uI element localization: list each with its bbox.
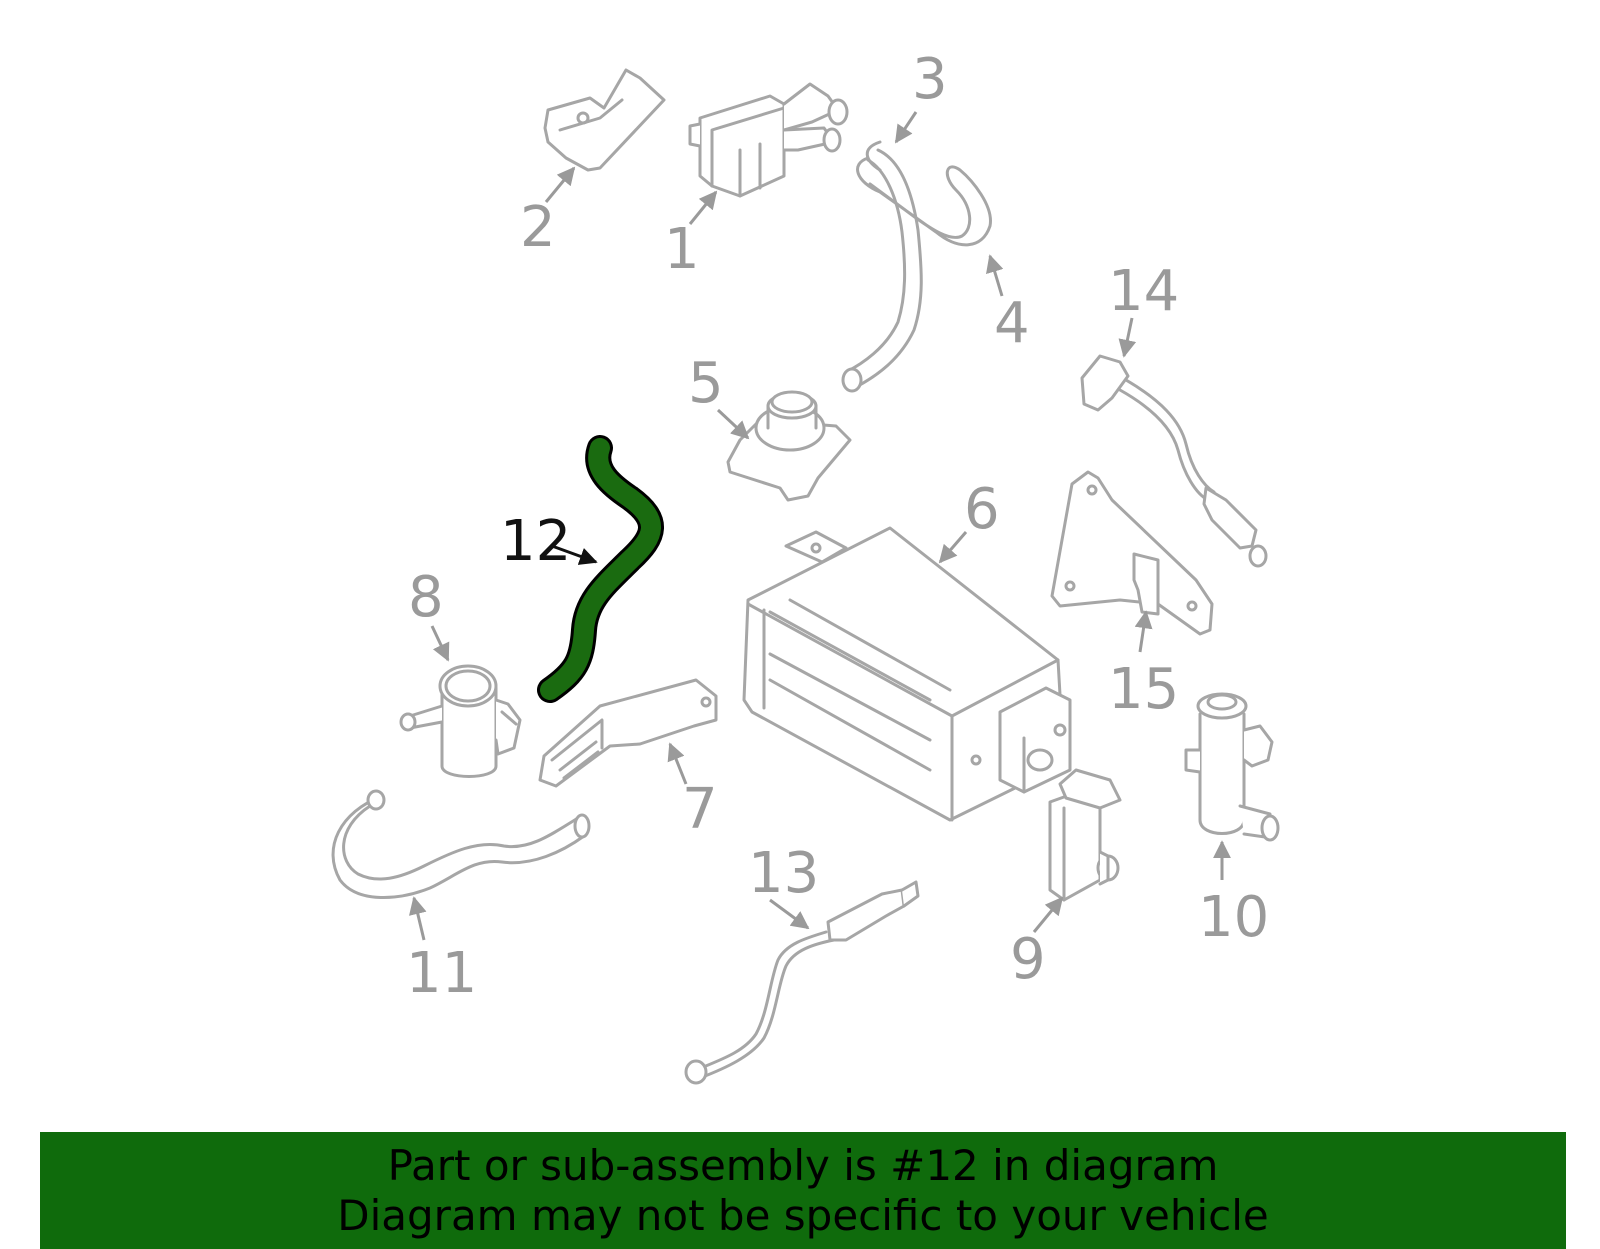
callout-8[interactable]: 8 bbox=[408, 565, 444, 630]
part-10-valve[interactable] bbox=[1184, 692, 1280, 842]
part-4-hose[interactable] bbox=[856, 140, 992, 247]
callout-4[interactable]: 4 bbox=[994, 291, 1030, 356]
banner-line-1: Part or sub-assembly is #12 in diagram bbox=[387, 1140, 1219, 1190]
callout-2[interactable]: 2 bbox=[520, 195, 556, 260]
banner-line-2: Diagram may not be specific to your vehi… bbox=[337, 1190, 1269, 1240]
part-12-hose-highlighted[interactable] bbox=[537, 435, 664, 703]
callout-13[interactable]: 13 bbox=[748, 841, 819, 906]
callout-numbers: 1 2 3 4 5 6 7 8 9 10 11 12 13 14 15 bbox=[406, 47, 1269, 1006]
info-banner: Part or sub-assembly is #12 in diagram D… bbox=[40, 1132, 1566, 1249]
part-7-bracket[interactable] bbox=[538, 678, 718, 788]
part-9-solenoid[interactable] bbox=[1048, 768, 1122, 902]
callout-1[interactable]: 1 bbox=[664, 217, 700, 282]
part-6-canister[interactable] bbox=[742, 526, 1072, 822]
part-2-bracket[interactable] bbox=[543, 68, 666, 172]
part-5-sensor[interactable] bbox=[726, 390, 852, 502]
callout-7[interactable]: 7 bbox=[682, 777, 718, 842]
part-11-hose[interactable] bbox=[331, 789, 591, 900]
callout-12[interactable]: 12 bbox=[500, 509, 571, 574]
callout-6[interactable]: 6 bbox=[964, 477, 1000, 542]
part-15-bracket[interactable] bbox=[1050, 470, 1214, 636]
part-1-valve[interactable] bbox=[688, 82, 849, 198]
part-13-sensor[interactable] bbox=[684, 880, 920, 1085]
callout-5[interactable]: 5 bbox=[688, 351, 724, 416]
callout-11[interactable]: 11 bbox=[406, 941, 477, 1006]
callout-15[interactable]: 15 bbox=[1108, 657, 1179, 722]
part-3-hose[interactable] bbox=[841, 148, 923, 393]
callout-10[interactable]: 10 bbox=[1198, 885, 1269, 950]
callout-3[interactable]: 3 bbox=[912, 47, 948, 112]
part-14-sensor[interactable] bbox=[1080, 354, 1268, 568]
leader-lines bbox=[408, 111, 1231, 941]
callout-9[interactable]: 9 bbox=[1010, 927, 1046, 992]
callout-14[interactable]: 14 bbox=[1108, 259, 1179, 324]
part-8-valve[interactable] bbox=[399, 664, 522, 778]
